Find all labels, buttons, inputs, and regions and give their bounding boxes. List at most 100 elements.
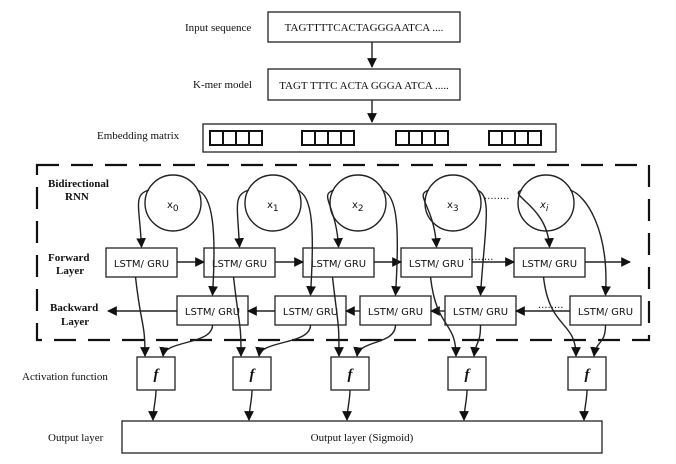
input-node-label: x1 [267,200,279,214]
input-to-backward-arrow [296,189,316,296]
activation-function-label: f [250,367,257,383]
backward-lstm-gru-cell [359,295,432,326]
label-forward-1: Forward [48,252,90,264]
input-to-forward-arrow [326,189,343,248]
backward-to-activation-arrow [353,324,397,357]
label-output-layer: Output layer [48,432,104,444]
embedding-cell [248,130,263,146]
activation-function-box [567,356,607,391]
forward-to-activation-arrow [331,276,344,357]
forward-lstm-gru-cell [513,247,586,278]
activation-to-output-arrow [579,389,589,421]
embedding-cell [421,130,436,146]
input-to-forward-arrow [517,189,554,248]
input-node-subscript: 3 [453,204,459,214]
kmer-model-box [267,68,461,101]
activation-to-output-arrow [459,389,469,421]
forward-lstm-gru-cell [302,247,375,278]
input-to-backward-arrow [381,189,401,296]
embedding-cell [209,130,224,146]
input-sequence-text: TAGTTTTCACTAGGGAATCA .... [285,22,444,34]
embedding-cell [327,130,342,146]
forward-cell-label: LSTM/ GRU [522,259,577,270]
input-node-label: x0 [167,200,179,214]
embedding-cell [235,130,250,146]
input-node-subscript: 0 [173,204,179,214]
activation-function-box [232,356,272,391]
input-node-label: x3 [447,200,459,214]
forward-cell-label: LSTM/ GRU [114,259,169,270]
activation-function-label: f [154,367,161,383]
input-to-backward-arrow [569,189,611,296]
input-to-backward-arrow [196,189,218,296]
backward-to-activation-arrow [255,324,312,357]
backward-to-activation-arrow [159,324,214,357]
activation-function-box [447,356,487,391]
forward-cell-label: LSTM/ GRU [409,259,464,270]
embedding-cell [514,130,529,146]
forward-to-activation-arrow [429,276,461,357]
kmer-sequence-text: TAGT TTTC ACTA GGGA ATCA ..... [279,80,449,92]
ellipsis: ........ [484,191,509,202]
embedding-groups [209,130,542,146]
backward-cell-label: LSTM/ GRU [453,307,508,318]
label-input-sequence: Input sequence [185,22,251,34]
embedding-cell [222,130,237,146]
label-kmer-model: K-mer model [193,79,252,91]
activation-to-output-arrow [342,389,352,421]
label-backward-1: Backward [50,302,98,314]
embedding-cell [434,130,449,146]
input-node-circle [329,174,387,232]
backward-cell-label: LSTM/ GRU [185,307,240,318]
activation-function-box [330,356,370,391]
backward-cell-label: LSTM/ GRU [283,307,338,318]
embedding-cell [488,130,503,146]
activation-function-label: f [465,367,472,383]
activation-function-label: f [585,367,592,383]
embedding-cell [301,130,316,146]
forward-lstm-gru-cell [105,247,178,278]
label-embedding-matrix: Embedding matrix [97,130,180,142]
ellipsis: ........ [468,252,493,263]
input-to-forward-arrow [136,189,150,248]
input-to-forward-arrow [422,189,441,248]
activation-to-output-arrow [148,389,158,421]
embedding-cell [408,130,423,146]
forward-to-activation-arrow [134,276,150,357]
input-sequence-box [267,11,461,43]
activation-to-output-arrow [244,389,254,421]
output-layer-text: Output layer (Sigmoid) [311,432,414,444]
forward-cell-label: LSTM/ GRU [212,259,267,270]
input-node-circle [244,174,302,232]
forward-to-activation-arrow [232,276,246,357]
label-birnn-2: RNN [65,191,89,203]
embedding-cell [314,130,329,146]
forward-lstm-gru-cell [400,247,473,278]
birnn-dashed-container [35,163,651,342]
forward-to-activation-arrow [542,276,581,357]
label-activation-function: Activation function [22,371,108,383]
input-to-backward-arrow [476,189,488,296]
backward-to-activation-arrow [590,324,607,357]
embedding-cell [340,130,355,146]
input-node-subscript: i [546,204,549,214]
forward-cell-label: LSTM/ GRU [311,259,366,270]
backward-cell-label: LSTM/ GRU [578,307,633,318]
input-node-circle [144,174,202,232]
label-birnn-1: Bidirectional [48,178,109,190]
input-node-subscript: 2 [358,204,364,214]
activation-function-label: f [348,367,355,383]
backward-to-activation-arrow [470,324,482,357]
embedding-cell [527,130,542,146]
label-forward-2: Layer [56,265,84,277]
input-to-forward-arrow [234,189,250,248]
input-node-subscript: 1 [273,204,279,214]
input-node-label: x2 [352,200,364,214]
label-backward-2: Layer [61,316,89,328]
embedding-cell [395,130,410,146]
output-layer-box [121,420,603,454]
backward-cell-label: LSTM/ GRU [368,307,423,318]
